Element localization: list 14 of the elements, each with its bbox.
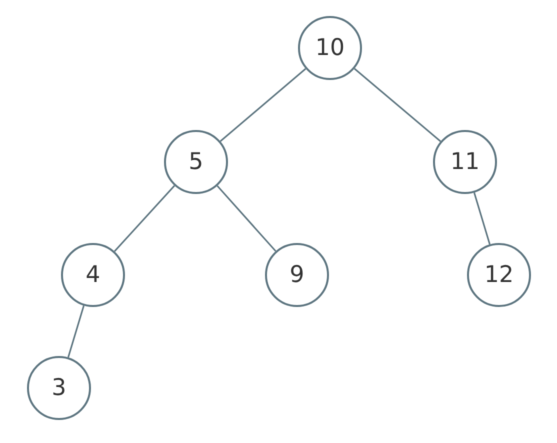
node-value: 4 (86, 264, 100, 286)
tree-node-circle (164, 130, 228, 194)
tree-edge-line (67, 305, 85, 358)
node-value: 5 (188, 150, 204, 174)
tree-edge-line (114, 185, 176, 252)
tree-edge-line (220, 68, 306, 142)
node-value: 9 (290, 264, 304, 286)
tree-edge-line (473, 192, 491, 245)
node-value: 10 (315, 36, 345, 60)
node-value: 11 (450, 150, 480, 174)
node-value: 3 (52, 376, 66, 400)
tree-edge-line (354, 68, 442, 142)
node-value: 12 (484, 264, 514, 286)
tree-edge-line (216, 185, 276, 252)
